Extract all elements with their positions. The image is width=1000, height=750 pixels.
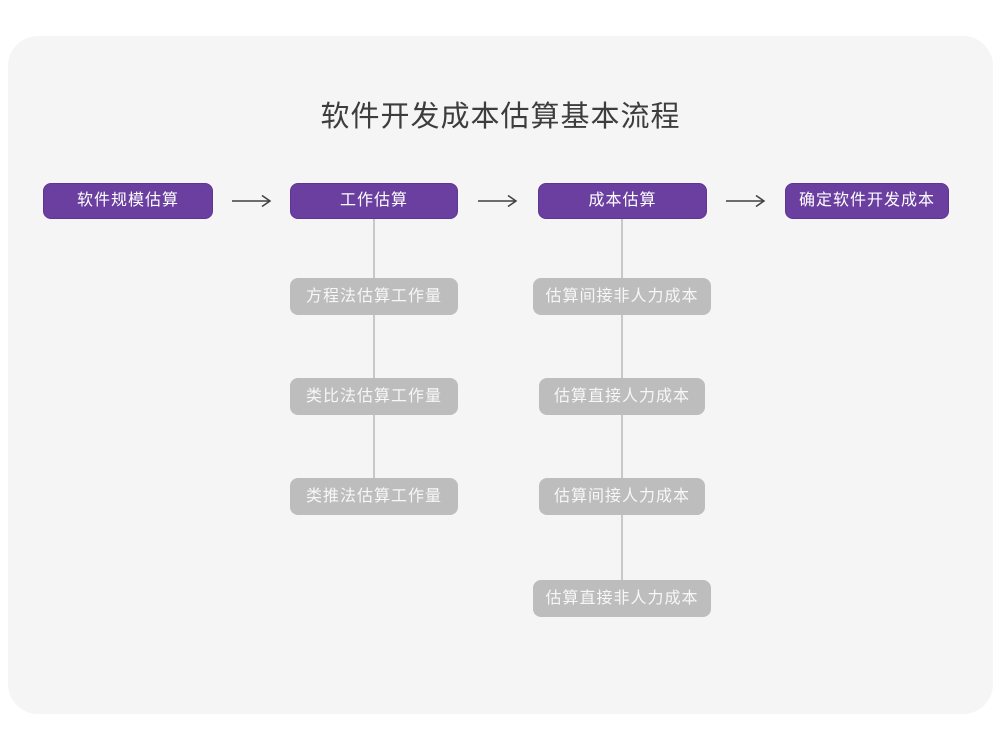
arrow-right-icon [478,194,518,208]
substep-direct-nonlabor-cost: 估算直接非人力成本 [533,580,711,617]
connector-line-work [373,219,375,497]
arrow-right-icon [726,194,766,208]
substep-equation-method: 方程法估算工作量 [290,278,458,315]
step-work-estimation: 工作估算 [290,183,458,219]
page-title: 软件开发成本估算基本流程 [320,101,681,133]
step-software-size-estimation: 软件规模估算 [43,183,213,219]
substep-extrapolation-method: 类推法估算工作量 [290,478,458,515]
flowchart-card: 软件开发成本估算基本流程 软件规模估算 工作估算 成本估算 确定软件开发成本 方… [8,36,993,714]
step-determine-development-cost: 确定软件开发成本 [785,183,949,219]
substep-direct-labor-cost: 估算直接人力成本 [539,378,705,415]
arrow-right-icon [232,194,272,208]
step-cost-estimation: 成本估算 [538,183,707,219]
substep-indirect-labor-cost: 估算间接人力成本 [539,478,705,515]
substep-indirect-nonlabor-cost: 估算间接非人力成本 [533,278,711,315]
substep-analogy-method: 类比法估算工作量 [290,378,458,415]
